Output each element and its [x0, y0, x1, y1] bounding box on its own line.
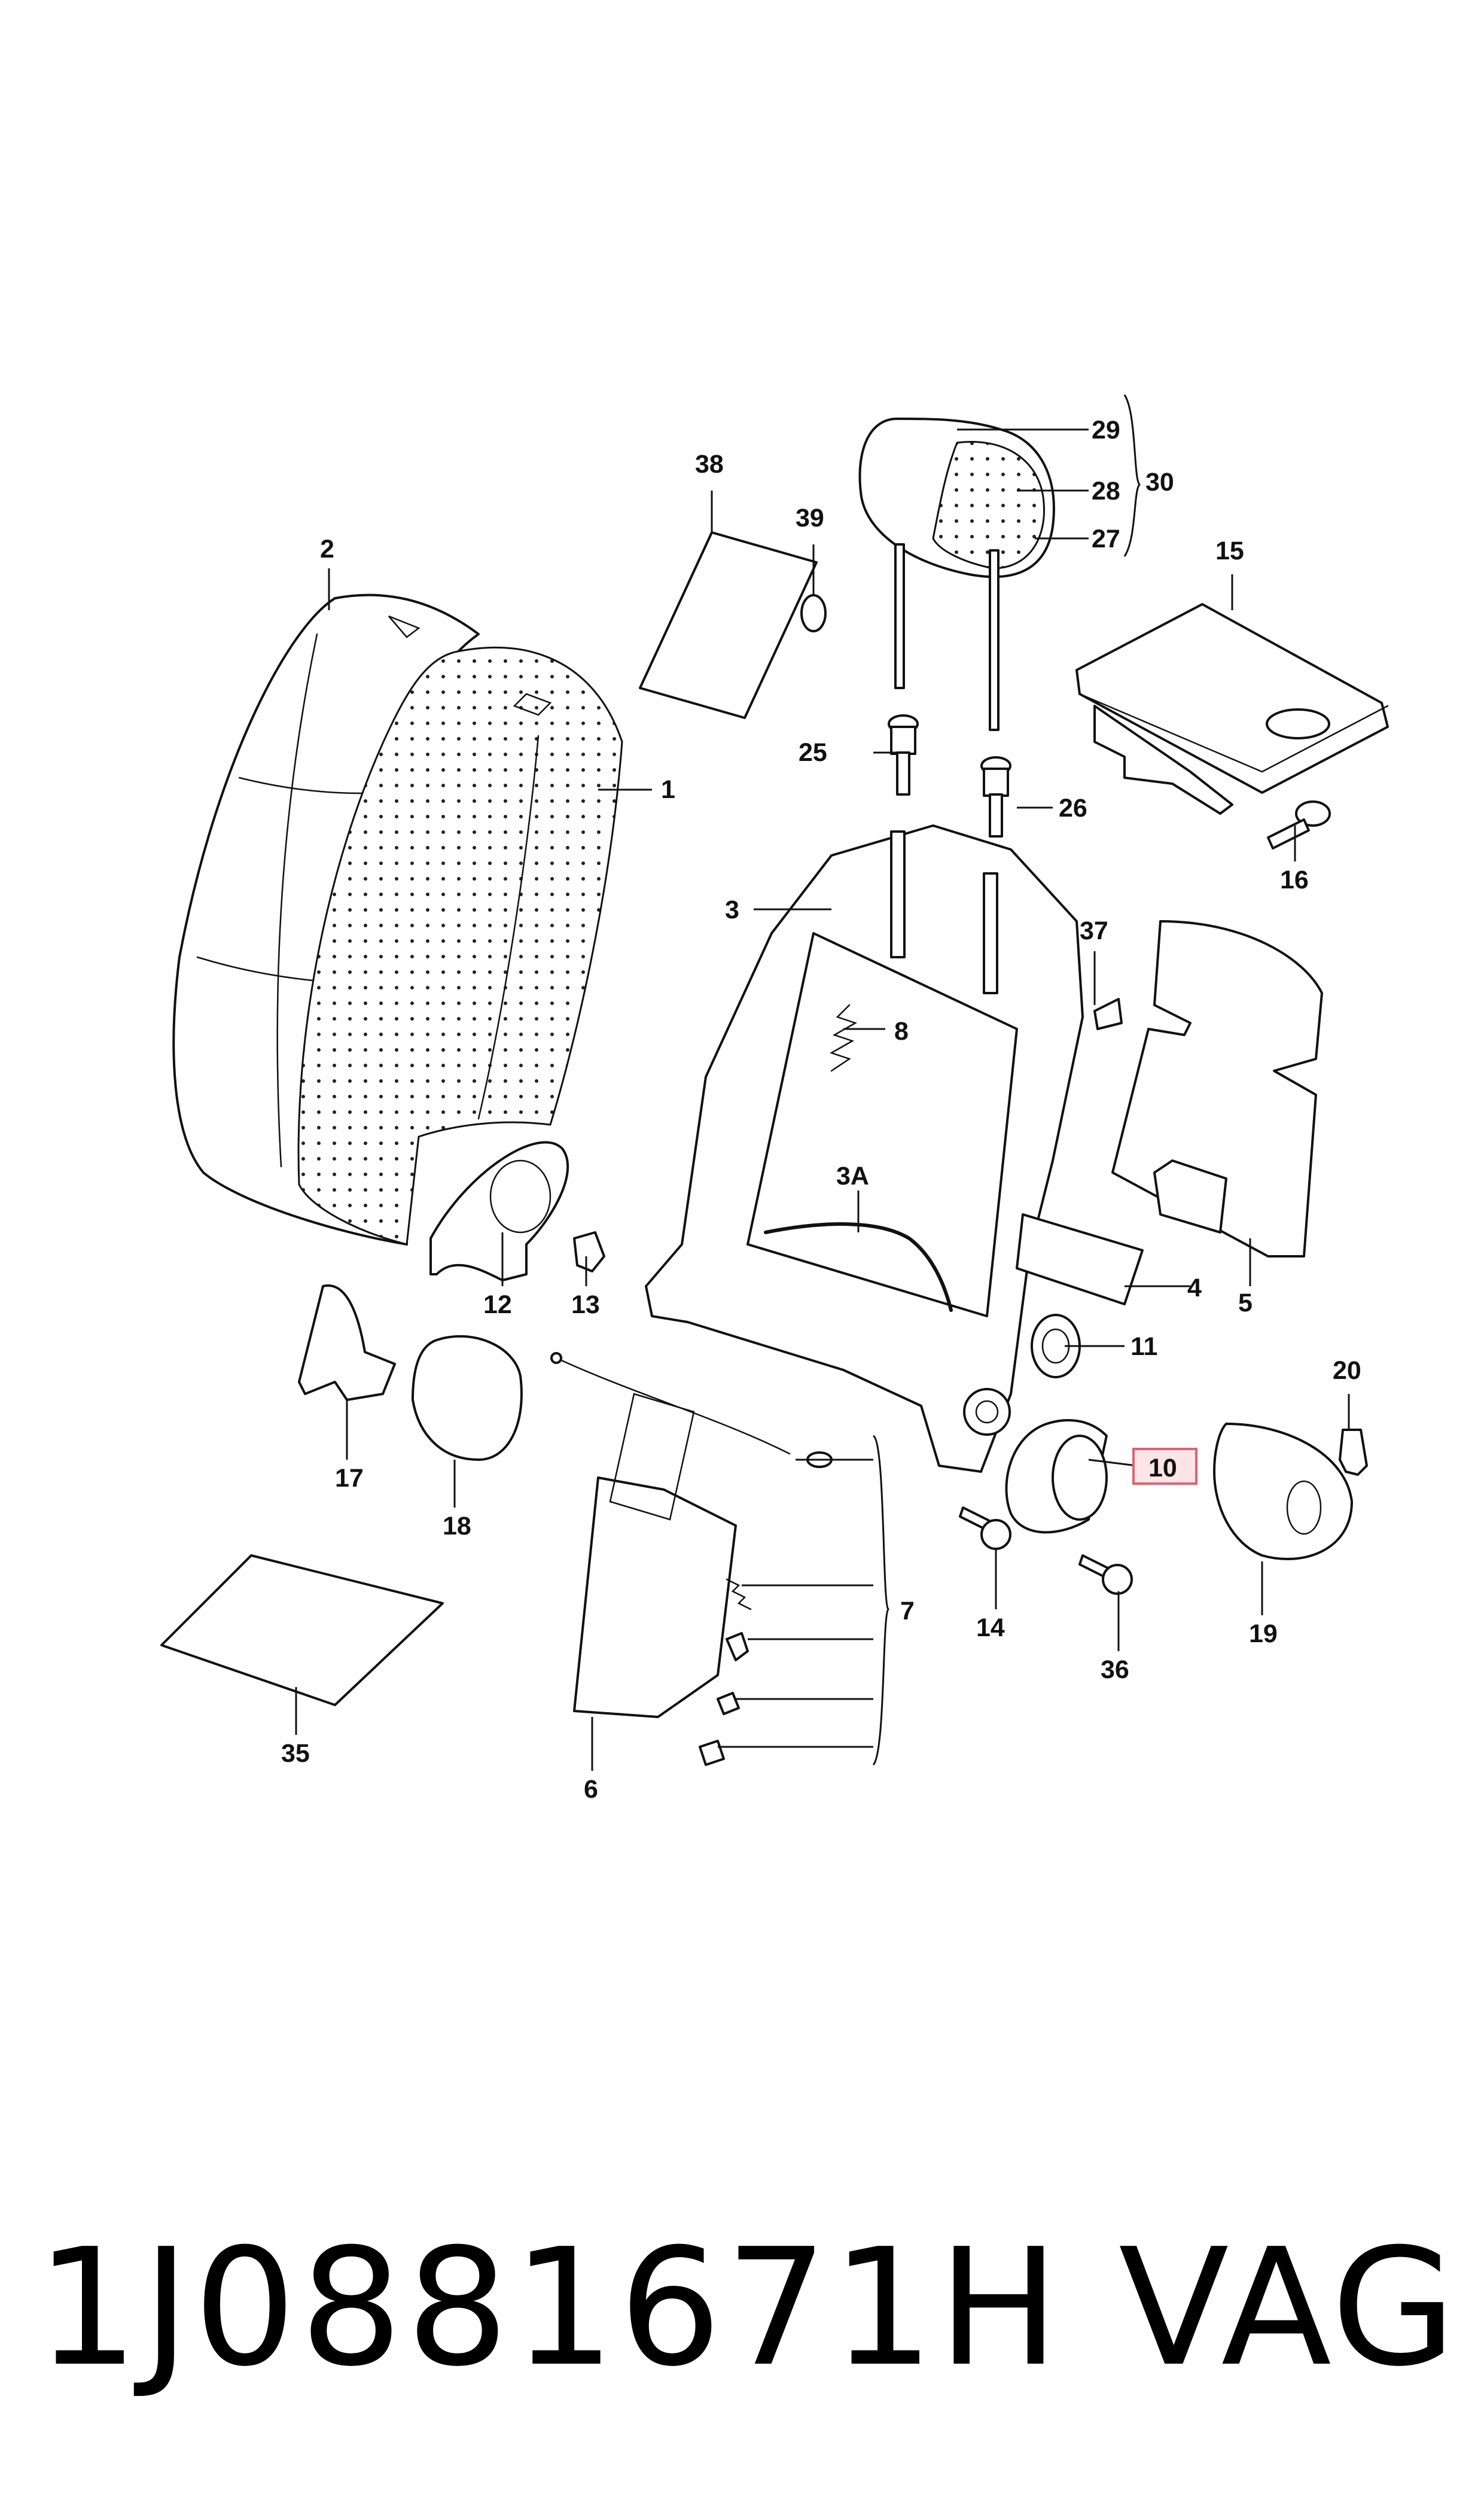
callout-28: 28: [1092, 477, 1120, 506]
callout-36: 36: [1101, 1655, 1129, 1684]
part-35-mat: [160, 1554, 444, 1706]
part-7-hardware-kit: [699, 1578, 752, 1766]
part-26-guide-bolt: [980, 756, 1011, 838]
part-3-backrest-frame: [645, 824, 1084, 1473]
part-15-cover-plate: [1075, 603, 1389, 815]
callout-8: 8: [894, 1017, 909, 1046]
callout-16: 16: [1280, 866, 1309, 894]
callout-1: 1: [661, 775, 675, 804]
part-12-bracket: [429, 1141, 569, 1281]
part-3a-wire: [764, 1222, 953, 1312]
part-number: 1J0881671H: [36, 2213, 1063, 2402]
part-25-guide-bolt: [888, 714, 919, 796]
part-10-rotary-knob: [1005, 1419, 1108, 1534]
callout-10: 10: [1148, 1454, 1177, 1482]
exploded-parts-diagram: 1 2 3 3A 4 5 6 7 8 10 11 12 13 14 15 16 …: [160, 394, 1389, 1804]
part-13-clip: [573, 1231, 605, 1272]
callout-10-highlight: [1132, 1448, 1197, 1485]
callout-2: 2: [320, 535, 334, 564]
callout-13: 13: [571, 1290, 600, 1319]
part-8-spring: [829, 1004, 858, 1072]
callout-4: 4: [1187, 1274, 1202, 1302]
callout-26: 26: [1059, 794, 1087, 823]
callout-29: 29: [1092, 416, 1120, 444]
callout-labels: 1 2 3 3A 4 5 6 7 8 10 11 12 13 14 15 16 …: [281, 416, 1361, 1804]
part-19-side-cover: [1213, 1423, 1353, 1560]
callout-3: 3: [725, 896, 739, 924]
callout-5: 5: [1238, 1289, 1253, 1317]
callout-38: 38: [695, 450, 724, 479]
callout-17: 17: [335, 1464, 364, 1493]
callout-25: 25: [799, 738, 827, 767]
callout-18: 18: [443, 1512, 471, 1540]
callout-27: 27: [1092, 525, 1120, 553]
part-14-screw: [959, 1506, 1011, 1550]
callout-30: 30: [1145, 468, 1174, 497]
callout-6: 6: [584, 1775, 598, 1804]
part-18-pad: [412, 1335, 523, 1461]
callout-11: 11: [1130, 1332, 1157, 1361]
leader-lines: [295, 394, 1350, 1771]
part-1-backrest-cushion: [297, 646, 623, 1246]
footer: 1J0881671H VAG: [0, 2213, 1484, 2453]
part-39-plug: [800, 594, 827, 632]
part-6-lumbar-support: [550, 1352, 833, 1718]
callout-19: 19: [1249, 1619, 1278, 1648]
headrest-assembly: [858, 418, 1055, 731]
brand-name: VAG: [1119, 2213, 1459, 2402]
callout-39: 39: [796, 504, 824, 532]
part-4-strip: [1016, 1213, 1144, 1305]
callout-14: 14: [976, 1613, 1005, 1642]
part-17-lever: [298, 1284, 396, 1401]
callout-20: 20: [1333, 1356, 1361, 1385]
callout-15: 15: [1215, 537, 1244, 565]
part-16-screw: [1267, 800, 1331, 850]
part-37-pad: [1093, 998, 1123, 1030]
part-38-label-card: [639, 531, 818, 719]
part-36-screw: [1078, 1554, 1133, 1595]
part-20-cap: [1339, 1429, 1368, 1476]
part-5-back-panel: [1111, 920, 1323, 1258]
callout-7: 7: [900, 1597, 915, 1625]
callout-3a: 3A: [836, 1162, 869, 1191]
callout-37: 37: [1080, 917, 1108, 945]
callout-35: 35: [281, 1739, 310, 1768]
callout-12: 12: [483, 1290, 512, 1319]
